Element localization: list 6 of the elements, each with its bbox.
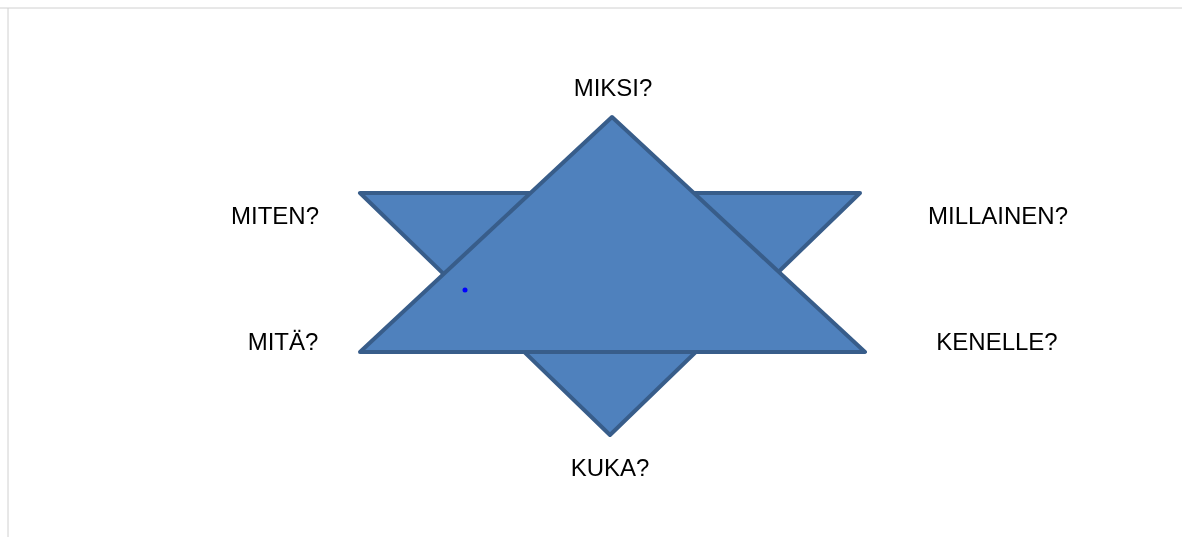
question-label: KUKA? [570, 454, 650, 482]
question-label: MITEN? [231, 202, 319, 230]
question-label: MITÄ? [247, 328, 319, 356]
question-label: MILLAINEN? [927, 202, 1069, 230]
question-label: MIKSI? [573, 74, 653, 102]
question-label: KENELLE? [936, 328, 1058, 356]
